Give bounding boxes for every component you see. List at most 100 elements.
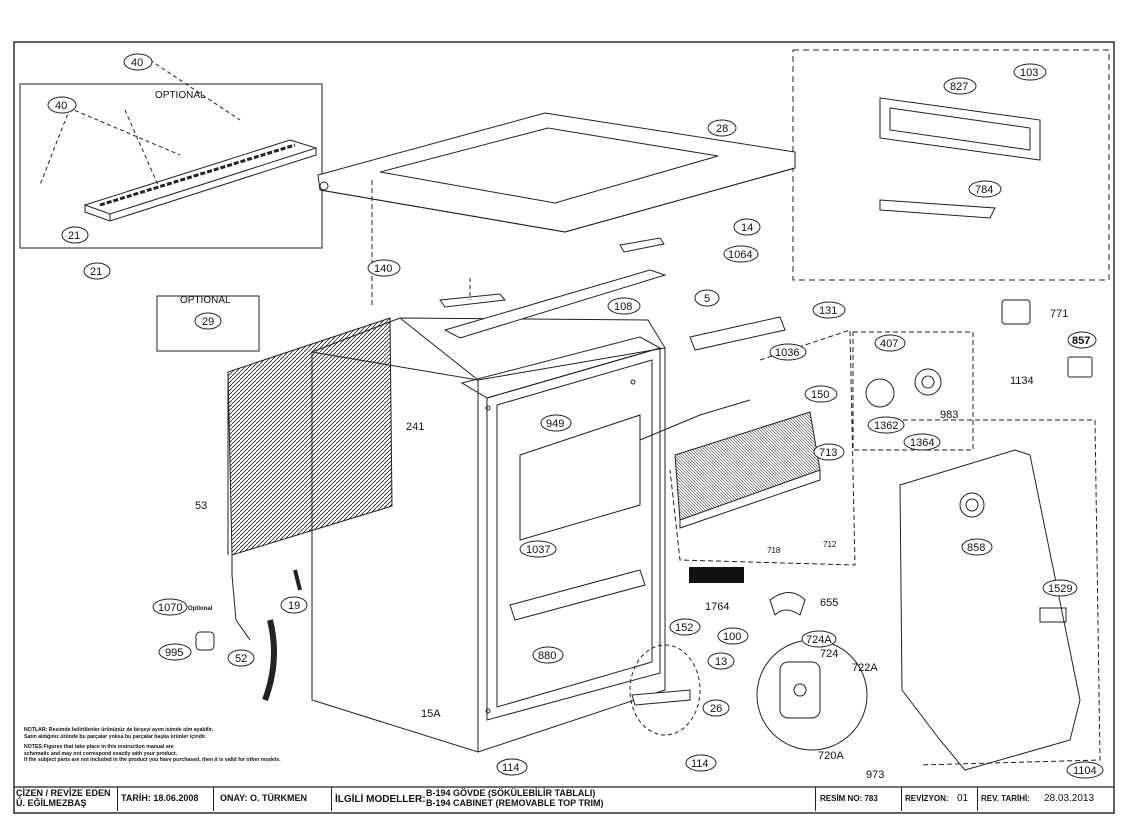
note-line-4: schematic and may not correspond exactly… xyxy=(24,750,178,757)
callout-1064: 1064 xyxy=(728,249,752,261)
board-784 xyxy=(879,199,996,219)
tb-revision: REVİZYON: 01 xyxy=(902,787,978,811)
callout-19: 19 xyxy=(288,600,300,612)
callout-114a: 114 xyxy=(502,762,520,774)
callout-21b: 21 xyxy=(90,266,102,278)
date-value: TARİH: 18.06.2008 xyxy=(121,793,199,803)
part-857 xyxy=(1067,356,1093,378)
callout-108: 108 xyxy=(614,301,632,313)
shelf-880 xyxy=(509,569,646,621)
callout-724: 724 xyxy=(820,648,838,660)
model-line-2: B-194 CABINET (REMOVABLE TOP TRIM) xyxy=(426,798,604,808)
hose-52 xyxy=(262,619,277,702)
rear-cover xyxy=(895,419,1101,771)
models-label: İLGİLİ MODELLER: xyxy=(335,794,426,805)
callout-655: 655 xyxy=(820,597,838,609)
callout-973: 973 xyxy=(866,769,884,781)
tb-date: TARİH: 18.06.2008 xyxy=(118,787,214,811)
callout-995: 995 xyxy=(165,647,183,659)
callout-1764: 1764 xyxy=(705,601,729,613)
callout-771: 771 xyxy=(1050,308,1068,320)
tb-drawn-by: ÇİZEN / REVİZE EDEN Ü. EĞİLMEZBAŞ xyxy=(14,787,118,811)
callout-858: 858 xyxy=(967,542,985,554)
drawing-frame xyxy=(13,41,1115,814)
callout-713: 713 xyxy=(819,447,837,459)
top-cover xyxy=(317,112,796,233)
callout-150: 150 xyxy=(811,389,829,401)
callout-784: 784 xyxy=(975,184,993,196)
control-panel-box xyxy=(792,49,1110,281)
callout-5: 5 xyxy=(704,293,710,305)
callout-15A: 15A xyxy=(421,708,441,720)
callout-722A: 722A xyxy=(852,662,878,674)
callout-827: 827 xyxy=(950,81,968,93)
lamp-assembly-box xyxy=(852,331,974,451)
callout-103: 103 xyxy=(1020,67,1038,79)
callout-28: 28 xyxy=(716,123,728,135)
callout-718: 718 xyxy=(767,546,781,555)
callout-152: 152 xyxy=(675,622,693,634)
callout-1134: 1134 xyxy=(1010,375,1034,387)
tb-approval: ONAY: O. TÜRKMEN xyxy=(214,787,332,811)
callout-53: 53 xyxy=(195,500,207,512)
label-1764-plate xyxy=(689,567,744,583)
cabinet-body xyxy=(311,317,666,753)
callout-40a: 40 xyxy=(131,57,143,69)
callout-14: 14 xyxy=(741,222,753,234)
rev-date-value: 28.03.2013 xyxy=(1044,793,1095,804)
part-995 xyxy=(195,631,215,651)
callout-52: 52 xyxy=(235,653,247,665)
callout-26: 26 xyxy=(710,703,722,715)
panel-827 xyxy=(879,97,1041,161)
callout-407: 407 xyxy=(880,338,898,350)
hinge-14 xyxy=(619,237,665,253)
callout-1104: 1104 xyxy=(1073,765,1097,777)
revision-label: REVİZYON: xyxy=(905,794,949,803)
model-line-1: B-194 GÖVDE (SÖKÜLEBİLİR TABLALI) xyxy=(426,788,596,798)
lampholder-983 xyxy=(914,368,942,396)
callout-131: 131 xyxy=(819,305,837,317)
callout-21a: 21 xyxy=(68,230,80,242)
drawn-label: ÇİZEN / REVİZE EDEN xyxy=(16,788,111,798)
optional-part-box xyxy=(156,295,260,352)
tb-models: İLGİLİ MODELLER: B-194 GÖVDE (SÖKÜLEBİLİ… xyxy=(332,787,816,811)
callout-1529: 1529 xyxy=(1048,583,1072,595)
hinge-140 xyxy=(439,293,506,308)
callout-949: 949 xyxy=(546,418,564,430)
evaporator xyxy=(639,399,821,529)
callout-1070: 1070 xyxy=(158,602,182,614)
note-line-2: Satın aldığınız üründe bu parçalar yoksa… xyxy=(24,733,207,740)
condenser-coil xyxy=(227,317,393,641)
callout-1364: 1364 xyxy=(910,437,934,449)
callout-100: 100 xyxy=(723,631,741,643)
note-line-5: If the subject parts are not included in… xyxy=(24,757,281,763)
revision-value: 01 xyxy=(957,793,969,804)
callout-857: 857 xyxy=(1072,335,1090,347)
callout-241: 241 xyxy=(406,421,424,433)
lamp-1362 xyxy=(865,378,895,408)
thermostat-131 xyxy=(689,316,786,351)
note-line-1: NOTLAR: Resimde belirtilenler ürününüz d… xyxy=(24,727,214,733)
callout-29: 29 xyxy=(202,316,214,328)
rev-date-label: REV. TARİHİ: xyxy=(981,794,1030,803)
callout-13: 13 xyxy=(715,656,727,668)
tb-rev-date: REV. TARİHİ: 28.03.2013 xyxy=(978,787,1114,811)
callout-40b: 40 xyxy=(55,100,67,112)
drawn-name: Ü. EĞİLMEZBAŞ xyxy=(16,798,87,808)
top-trim-strip xyxy=(83,139,318,222)
drawing-no: RESİM NO: 783 xyxy=(820,794,878,803)
callout-140: 140 xyxy=(374,263,392,275)
callout-114b: 114 xyxy=(691,758,709,770)
callout-983: 983 xyxy=(940,409,958,421)
optional-label-trim: OPTIONAL xyxy=(155,90,206,101)
callout-712: 712 xyxy=(823,540,837,549)
optional-label-29: OPTIONAL xyxy=(180,295,231,306)
callout-1362: 1362 xyxy=(874,420,898,432)
note-line-3: NOTES:Figures that take place in this in… xyxy=(24,744,174,750)
callout-880: 880 xyxy=(538,650,556,662)
tb-drawing-no: RESİM NO: 783 xyxy=(816,787,902,811)
optional-label-1070: Optional xyxy=(188,606,213,612)
part-771 xyxy=(1001,299,1031,325)
part-19 xyxy=(293,569,302,591)
